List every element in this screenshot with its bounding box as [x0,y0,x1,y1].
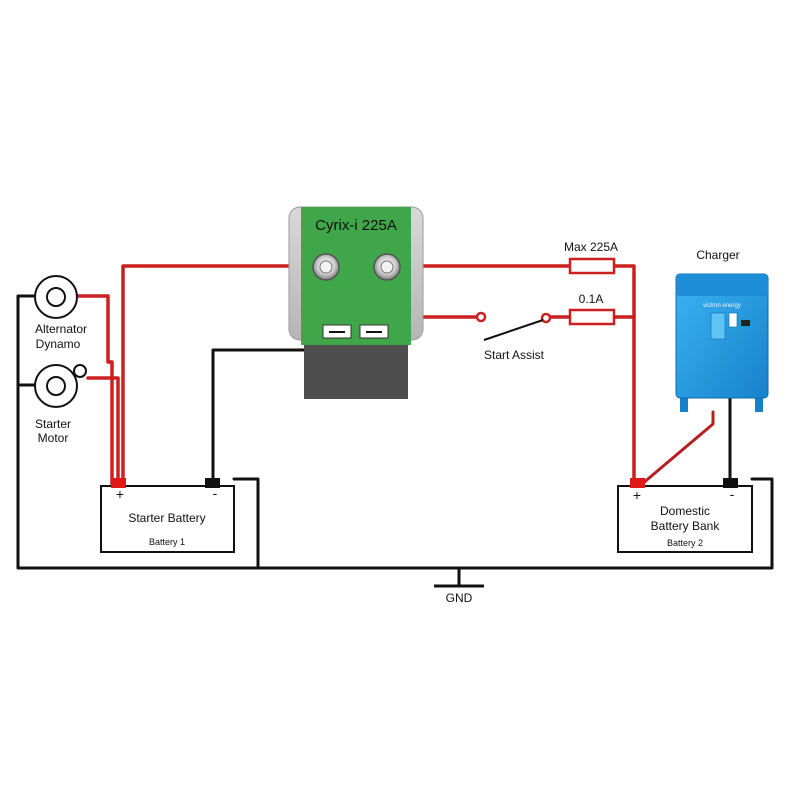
relay-stud-right [373,253,401,281]
assist-fuse: 0.1A [568,292,616,326]
battery2-positive-terminal [630,478,645,488]
battery2-plus: + [633,487,641,503]
fuse-to-battery2-wire [612,264,636,486]
starter-positive-wire [86,376,120,486]
main-fuse: Max 225A [564,240,618,275]
starter-battery: + - Starter Battery Battery 1 [100,478,235,553]
domestic-battery: + - Domestic Battery Bank Battery 2 [617,478,753,553]
battery2-negative-terminal [723,478,738,488]
main-fuse-label: Max 225A [564,240,618,254]
alternator: Alternator Dynamo [34,275,87,351]
battery1-sub: Battery 1 [149,537,185,547]
relay-stud-left [312,253,340,281]
charger-positive-wire [640,410,715,486]
charger: Charger victron energy [675,248,769,412]
charger-switch [728,312,738,328]
battery2-minus: - [730,486,735,502]
assist-fuse-label: 0.1A [579,292,604,306]
battery2-sub: Battery 2 [667,538,703,548]
battery1-negative-terminal [205,478,220,488]
battery1-minus: - [213,485,218,501]
starter-motor: Starter Motor [34,364,87,445]
battery1-to-relay-wire [121,264,318,486]
battery1-plus: + [116,486,124,502]
battery1-positive-terminal [111,478,126,488]
charger-display [710,312,726,340]
starter-label-1: Starter [35,417,71,431]
ground-label: GND [446,591,473,605]
ground-bus-wire [16,294,774,570]
charger-indicator [741,320,750,326]
alternator-label-1: Alternator [35,322,87,336]
battery1-ground-wire [232,477,260,570]
battery1-name: Starter Battery [128,511,205,525]
alternator-label-2: Dynamo [36,337,81,351]
ground-symbol [434,568,484,588]
cyrix-relay: Cyrix-i 225A [288,206,424,399]
alternator-positive-wire [74,294,114,486]
switch-label: Start Assist [484,348,545,362]
relay-title: Cyrix-i 225A [315,217,397,234]
relay-terminal-right [359,324,389,339]
battery2-name-1: Domestic [660,504,710,518]
relay-terminal-left [322,324,352,339]
starter-label-2: Motor [38,431,69,445]
starter-terminal [73,364,87,378]
charger-title: Charger [696,248,739,262]
battery2-name-2: Battery Bank [651,519,721,533]
charger-brand: victron energy [703,303,741,309]
start-assist-switch: Start Assist [475,311,552,362]
